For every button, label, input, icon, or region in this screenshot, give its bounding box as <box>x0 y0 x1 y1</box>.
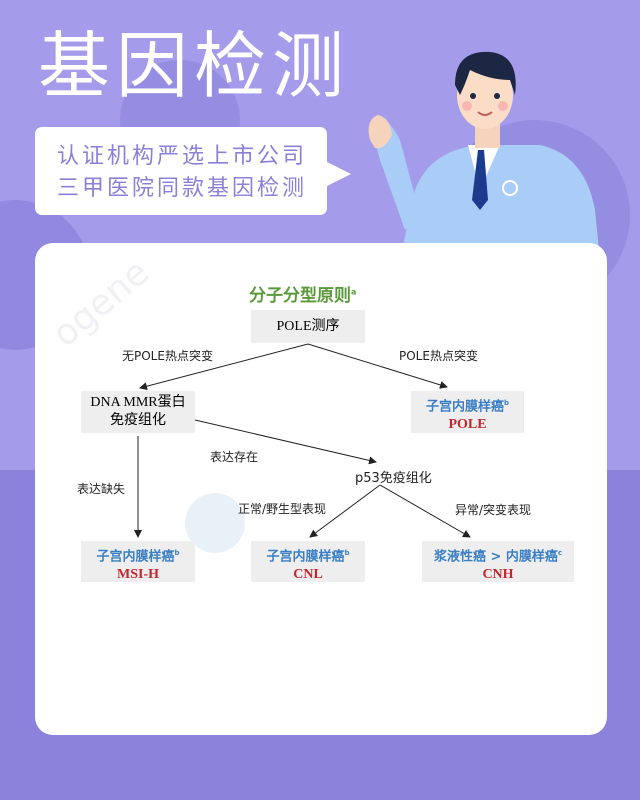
result-box-cnl: 子宫内膜样癌b CNL <box>251 541 365 582</box>
arrow-expr-present <box>194 419 377 465</box>
branch-label: 表达缺失 <box>77 482 126 496</box>
result-box-pole: 子宫内膜样癌b POLE <box>411 391 524 433</box>
arrow-no-pole <box>139 343 309 391</box>
flowchart-arrows <box>134 343 471 538</box>
result-type: MSI-H <box>117 567 159 583</box>
flowchart-card: ogene 分子分型原则a POLE测序 无POLE热点突变 POLE热点突变 … <box>35 243 607 735</box>
result-type: CNH <box>482 567 514 583</box>
result-box-msi-h: 子宫内膜样癌b MSI-H <box>81 541 195 582</box>
arrow-p53-abnormal <box>379 484 471 538</box>
box-line: DNA MMR蛋白 <box>90 395 186 410</box>
result-name: 子宫内膜样癌 <box>425 399 504 415</box>
branch-label: 无POLE热点突变 <box>122 349 213 363</box>
mmr-box: DNA MMR蛋白 免疫组化 <box>81 391 195 433</box>
result-sup: b <box>344 549 350 557</box>
result-sup: b <box>174 549 180 557</box>
result-type: POLE <box>448 417 487 433</box>
box-line: 免疫组化 <box>110 413 166 428</box>
result-name: 子宫内膜样癌 <box>266 549 345 565</box>
branch-label: 表达存在 <box>210 450 259 464</box>
doctor-illustration <box>368 51 600 260</box>
p53-node: p53免疫组化 <box>355 471 432 486</box>
flowchart-title: 分子分型原则a <box>249 281 356 306</box>
result-type: CNL <box>293 567 323 583</box>
bubble-line: 认证机构严选上市公司 <box>57 144 308 169</box>
result-sup: c <box>557 549 563 557</box>
result-box-cnh: 浆液性癌 > 内膜样癌c CNH <box>422 541 574 582</box>
watermark-logo <box>185 493 245 553</box>
title-sup: a <box>351 287 357 297</box>
title-text: 分子分型原则 <box>249 286 351 306</box>
root-box: POLE测序 <box>251 310 365 343</box>
branch-label: 异常/突变表现 <box>455 503 532 517</box>
branch-label: POLE热点突变 <box>399 349 478 363</box>
arrow-p53-normal <box>309 484 381 538</box>
result-name: 浆液性癌 > 内膜样癌 <box>433 549 558 565</box>
bubble-line: 三甲医院同款基因检测 <box>57 176 308 201</box>
page-title: 基因检测 <box>38 24 351 108</box>
speech-bubble: 认证机构严选上市公司 三甲医院同款基因检测 <box>35 127 351 215</box>
arrow-pole <box>307 343 448 389</box>
result-sup: b <box>504 399 510 407</box>
branch-label: 正常/野生型表现 <box>238 502 327 516</box>
result-name: 子宫内膜样癌 <box>96 549 175 565</box>
